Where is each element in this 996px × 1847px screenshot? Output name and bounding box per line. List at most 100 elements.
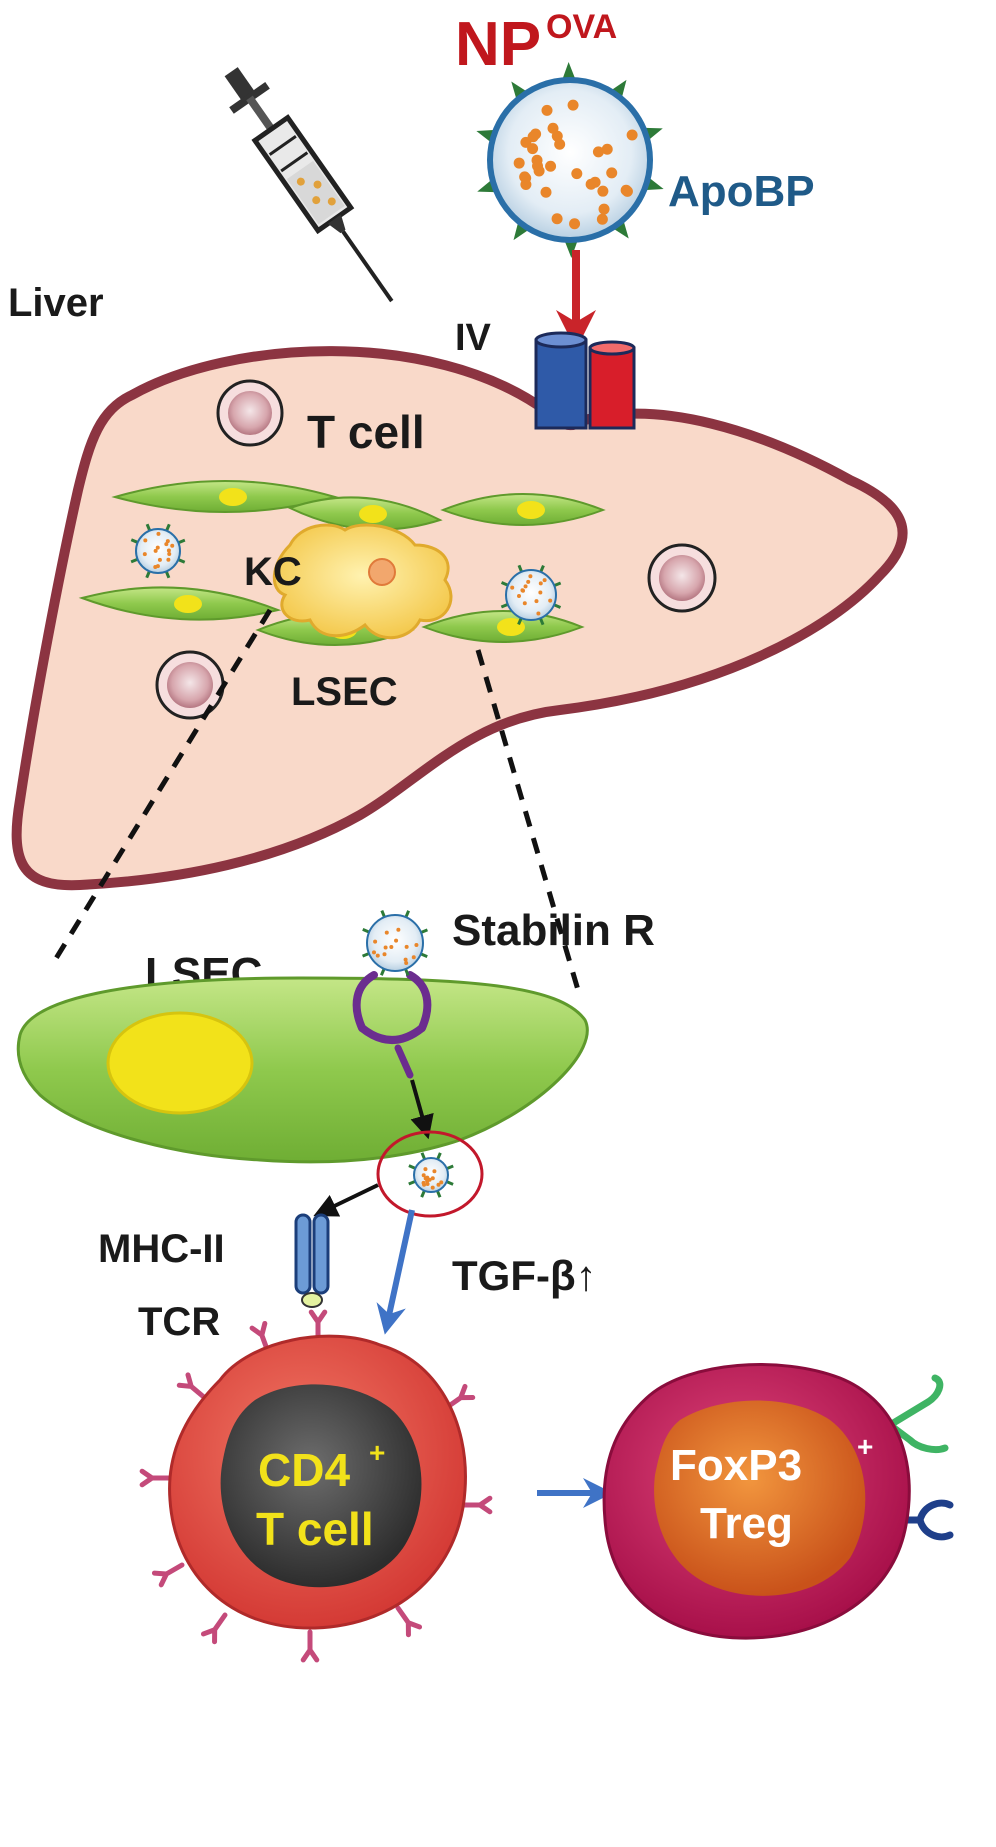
ova-particle [601, 143, 613, 155]
apobp-peptide [500, 603, 509, 609]
tcr-receptor [176, 1372, 208, 1401]
tcr-receptor [200, 1612, 228, 1645]
t-cell-icon [216, 379, 284, 447]
apobp-peptide [362, 927, 370, 934]
tcr-label: TCR [138, 1300, 220, 1344]
ova-particle [423, 1167, 428, 1172]
ova-particle [538, 581, 543, 586]
lsec-cell-zoom [16, 976, 589, 1164]
ova-particle [547, 122, 559, 134]
apobp-peptide [380, 910, 386, 918]
apobp-peptide [614, 222, 629, 239]
ova-particle [167, 551, 172, 556]
nanoparticle-icon [476, 62, 664, 258]
ova-particle [532, 160, 544, 172]
cd4-t-cell-label: T cell [256, 1503, 374, 1555]
blood-vessel-icon [534, 331, 636, 430]
ova-particle [423, 1176, 428, 1181]
apobp-peptide [446, 1180, 454, 1186]
apobp-peptide [408, 1180, 416, 1186]
apobp-peptide [539, 617, 545, 626]
endosome [376, 1130, 484, 1218]
apobp-peptide [436, 1190, 442, 1198]
apobp-peptide [130, 538, 139, 544]
apobp-peptide [476, 130, 494, 142]
ova-particle [621, 185, 633, 197]
apobp-peptide [165, 523, 171, 532]
ova-particle [526, 579, 531, 584]
ova-particle [439, 1180, 444, 1185]
ova-particle [153, 548, 158, 553]
nanoparticle-icon [130, 523, 186, 579]
nanoparticle-shell [366, 914, 424, 972]
ova-particle [165, 539, 170, 544]
ova-particle [389, 944, 394, 949]
cd4-t-cell-icon [139, 1309, 493, 1663]
ova-particle [522, 601, 527, 606]
syringe-icon [224, 67, 394, 303]
ova-particle [521, 588, 526, 593]
ova-particle [164, 542, 169, 547]
tcr-receptor [139, 1468, 173, 1488]
ova-particle [592, 146, 604, 158]
stabilin-r-label: Stabilin R [452, 906, 655, 955]
ova-particle [541, 104, 553, 116]
ova-particle [404, 960, 409, 965]
ova-particle [411, 955, 416, 960]
ova-particle [548, 598, 553, 603]
uptake-arrow [410, 1079, 434, 1140]
tcr-receptor [459, 1495, 493, 1515]
apobp-peptide [511, 81, 526, 98]
apobp-label: ApoBP [668, 167, 815, 216]
ova-particle [513, 157, 525, 169]
ova-particle [530, 128, 542, 140]
apobp-peptide [446, 1164, 454, 1170]
treg-cell-icon [602, 1363, 954, 1640]
apobp-peptide [404, 910, 411, 918]
ova-particle [598, 203, 610, 215]
ova-particle [430, 1185, 435, 1190]
apobp-peptide [513, 223, 528, 241]
t-cell-icon [155, 650, 225, 720]
ova-particle [540, 186, 552, 198]
zoom-line [475, 649, 581, 991]
np-title-superscript: OVA [546, 8, 617, 46]
ova-particle [155, 545, 160, 550]
ova-particle [567, 99, 579, 111]
apobp-peptide [420, 1152, 426, 1160]
ova-particle [528, 574, 533, 579]
presentation-arrow [313, 1183, 379, 1217]
apobp-peptide [517, 564, 523, 573]
ova-particle [510, 585, 515, 590]
nucleus [174, 595, 202, 613]
nucleus [106, 1011, 254, 1115]
ova-particle [157, 557, 162, 562]
apobp-peptide [553, 603, 562, 609]
treg-label: Treg [700, 1499, 793, 1548]
ova-particle [414, 942, 419, 947]
np-title: NP [455, 10, 541, 79]
apobp-peptide [164, 570, 171, 579]
apobp-peptide [420, 1190, 426, 1198]
apobp-peptide [420, 952, 428, 959]
apobp-peptide [645, 127, 663, 140]
ova-particle [383, 945, 388, 950]
cd4-label: CD4 [258, 1444, 350, 1496]
liver-label: Liver [8, 281, 104, 325]
tcr-receptor [300, 1629, 320, 1663]
nucleus [359, 505, 387, 523]
apobp-peptide [517, 617, 523, 626]
ova-particle [375, 953, 380, 958]
ova-particle [394, 938, 399, 943]
ova-particle [156, 531, 161, 536]
ova-particle [170, 543, 175, 548]
ova-particle [569, 218, 581, 230]
ova-particle [421, 1180, 426, 1185]
ova-particle [523, 584, 528, 589]
t-cell-label: T cell [307, 406, 425, 458]
ova-particle [597, 185, 609, 197]
ova-particle [166, 557, 171, 562]
ova-particle [396, 927, 401, 932]
